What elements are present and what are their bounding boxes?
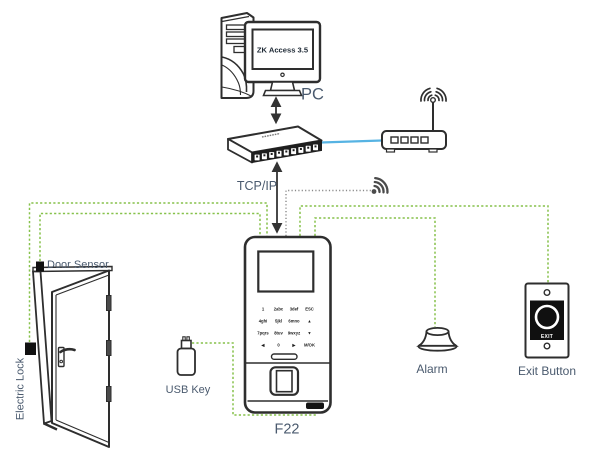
alarm-wire <box>314 217 436 327</box>
f22-keypad: 1 2abc 3def ESC 4ghi 5jkl 6mno ▲ 7pqrs 8… <box>257 306 315 347</box>
f22-key-up: ▲ <box>307 318 311 323</box>
door-hinge <box>106 295 112 311</box>
pc-drive-bay <box>225 24 248 31</box>
f22-key-8: 8tuv <box>274 330 283 335</box>
door-frame-bottom <box>43 422 58 431</box>
f22-screen <box>257 250 315 293</box>
pc-label: PC <box>301 86 324 104</box>
router-port-leds <box>390 136 429 144</box>
door-panel-edge <box>55 274 110 296</box>
pc-tower-bevel <box>221 15 250 23</box>
switch-brand-marking <box>261 132 281 138</box>
exit-button-screw <box>543 289 551 297</box>
pc-tower-foot <box>221 86 253 97</box>
f22-fingerprint-window <box>275 369 293 393</box>
f22-connector-bar <box>306 402 324 409</box>
wireless-router <box>381 87 447 153</box>
electric-lock-block <box>25 342 36 355</box>
monitor-power-led <box>280 72 285 78</box>
f22-key-2: 2abc <box>274 306 284 311</box>
f22-key-mok: M/OK <box>304 342 315 347</box>
router-antenna-tip <box>430 96 437 103</box>
f22-wifi-link <box>285 189 371 236</box>
usb-connector <box>180 339 192 350</box>
door-sensor-label: Door Sensor <box>47 259 109 271</box>
electric-lock-label: Electric Lock <box>15 357 27 420</box>
router-foot <box>385 148 396 153</box>
f22-key-right: ▶ <box>291 342 296 347</box>
pc-drive-bay <box>225 38 248 45</box>
door-keyhole <box>59 359 64 364</box>
monitor-stand-neck <box>269 81 296 92</box>
door-hinge <box>106 340 112 356</box>
door-frame-top <box>32 265 113 273</box>
f22-key-6: 6mno <box>288 318 300 323</box>
exit-button-wire <box>299 205 549 283</box>
usb-key-label: USB Key <box>166 384 211 396</box>
exit-button-ring <box>534 304 560 330</box>
alarm-siren: Alarm <box>416 326 459 376</box>
alarm-label: Alarm <box>416 362 447 376</box>
router-signal-waves <box>420 87 447 102</box>
router-foot <box>428 148 438 153</box>
f22-key-7: 7pqrs <box>257 330 269 335</box>
door-sensor-block <box>36 261 44 272</box>
exit-button-label: Exit Button <box>518 364 576 378</box>
network-switch: TCP/IP <box>227 125 323 193</box>
door-handle <box>59 347 76 354</box>
door-assembly: Door Sensor Electric Lock <box>15 259 113 448</box>
alarm-top <box>425 326 450 336</box>
pc-monitor: ZK Access 3.5 PC <box>243 20 324 104</box>
monitor-screen <box>251 28 314 70</box>
usb-body <box>176 347 196 376</box>
exit-button: EXIT Exit Button <box>518 282 576 378</box>
pc-drive-bay <box>225 31 248 38</box>
monitor-stand-base <box>262 89 303 97</box>
f22-speaker-slot <box>270 353 298 361</box>
electric-lock-wire <box>28 202 268 342</box>
usb-key: USB Key <box>166 336 211 396</box>
tcpip-label: TCP/IP <box>237 179 277 193</box>
f22-key-4: 4ghi <box>259 318 268 323</box>
door-hinge <box>106 386 112 402</box>
f22-terminal: 1 2abc 3def ESC 4ghi 5jkl 6mno ▲ 7pqrs 8… <box>243 235 332 438</box>
door-panel <box>51 269 110 448</box>
door-panel-edge <box>55 419 110 444</box>
pc-tower-curve <box>221 56 248 93</box>
f22-key-left: ◀ <box>260 342 265 347</box>
switch-router-link <box>320 139 383 144</box>
f22-key-1: 1 <box>262 306 265 311</box>
f22-key-5: 5jkl <box>275 318 282 323</box>
wifi-icon <box>371 176 389 194</box>
exit-text: EXIT <box>541 334 553 340</box>
f22-key-0: 0 <box>277 342 280 347</box>
door-sensor-wire <box>39 212 261 261</box>
f22-label: F22 <box>275 422 300 438</box>
switch-port-pins <box>256 145 317 158</box>
f22-key-3: 3def <box>290 306 299 311</box>
f22-key-9: 9wxyz <box>288 330 300 335</box>
f22-key-esc: ESC <box>305 306 314 311</box>
alarm-dome <box>416 330 459 347</box>
exit-button-screw <box>543 342 551 350</box>
f22-key-down: ▼ <box>307 330 311 335</box>
zk-access-software-title: ZK Access 3.5 <box>257 46 309 55</box>
